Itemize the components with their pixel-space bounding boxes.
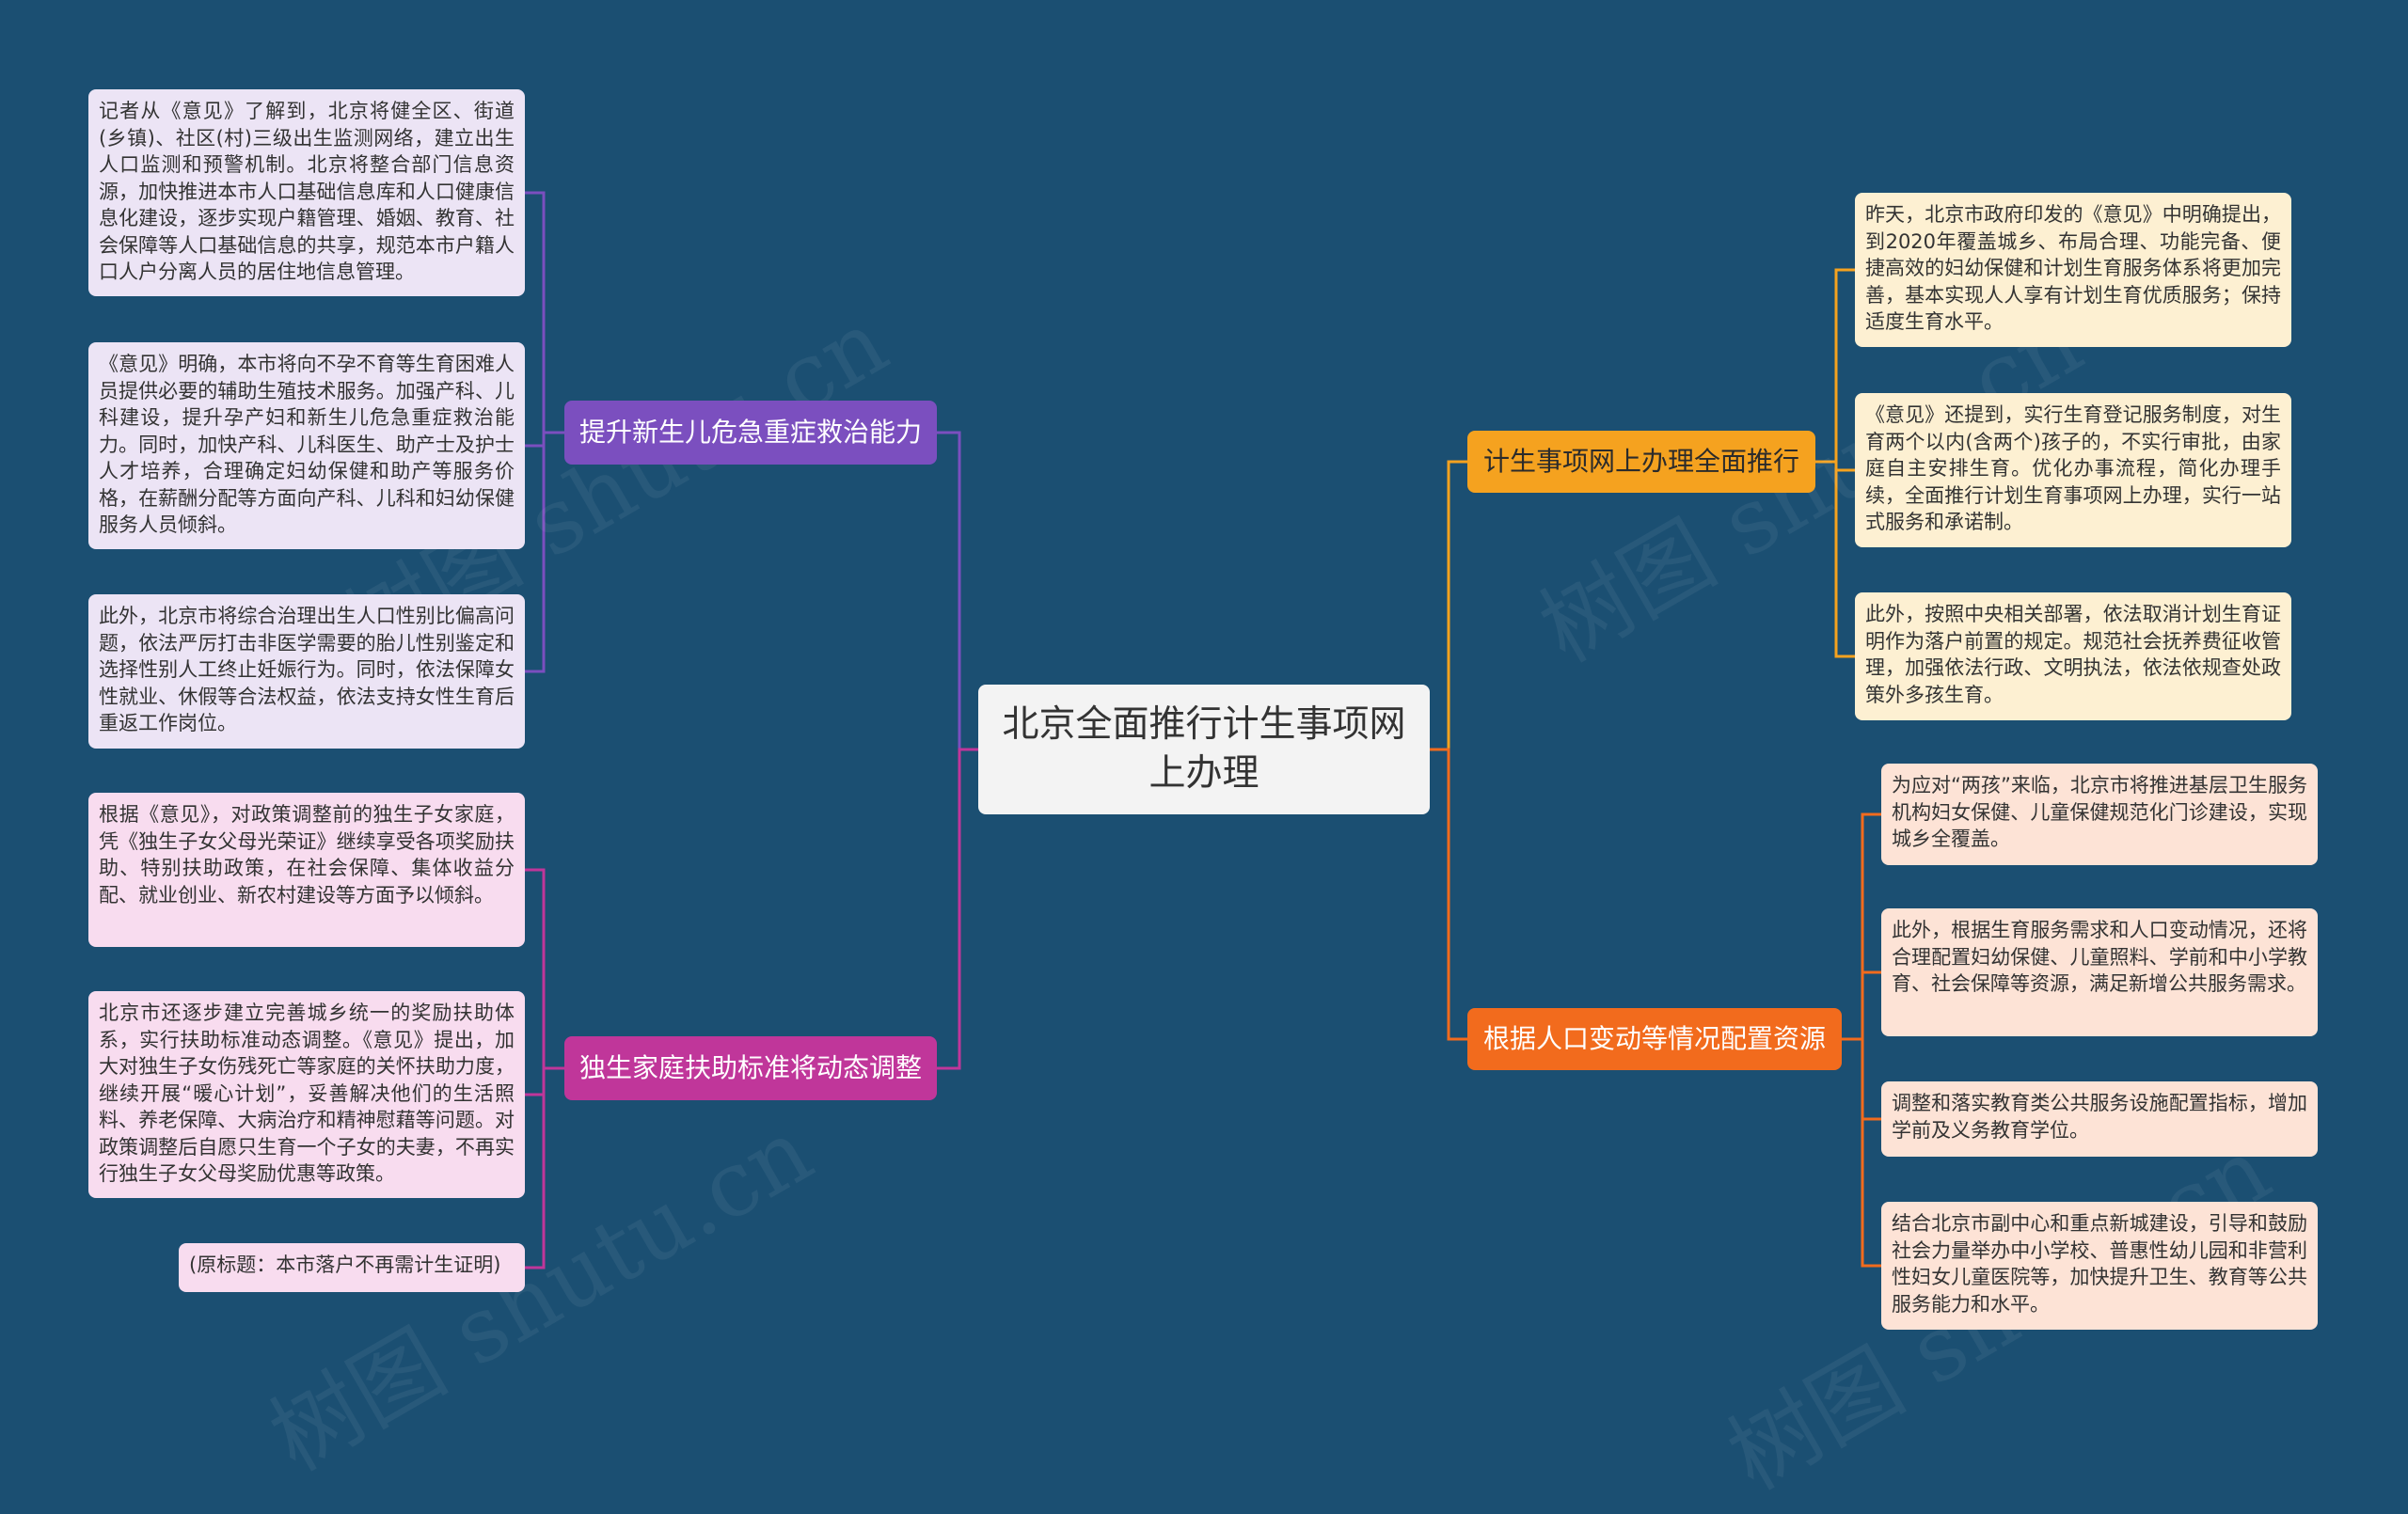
branch-resource-allocation[interactable]: 根据人口变动等情况配置资源: [1467, 1008, 1842, 1070]
link-branch-1-leaf-0: [525, 868, 564, 1070]
leaf-text: 结合北京市副中心和重点新城建设，引导和鼓励社会力量举办中小学校、普惠性幼儿园和非…: [1892, 1212, 2307, 1316]
connector-lines: [525, 191, 1881, 1270]
leaf-text: 记者从《意见》了解到，北京将健全区、街道(乡镇)、社区(村)三级出生监测网络，建…: [99, 100, 515, 283]
link-root-branch-2: [1430, 460, 1467, 751]
leaf-newborn-care-2[interactable]: 《意见》明确，本市将向不孕不育等生育困难人员提供必要的辅助生殖技术服务。加强产科…: [88, 342, 525, 549]
branch-label: 根据人口变动等情况配置资源: [1482, 1023, 1826, 1054]
branch-label: 独生家庭扶助标准将动态调整: [578, 1052, 922, 1083]
branch-newborn-care[interactable]: 提升新生儿危急重症救治能力: [564, 401, 937, 465]
leaf-online-services-1[interactable]: 昨天，北京市政府印发的《意见》中明确提出，到2020年覆盖城乡、布局合理、功能完…: [1855, 193, 2291, 347]
leaf-text: 昨天，北京市政府印发的《意见》中明确提出，到2020年覆盖城乡、布局合理、功能完…: [1865, 203, 2281, 333]
leaf-online-services-2[interactable]: 《意见》还提到，实行生育登记服务制度，对生育两个以内(含两个)孩子的，不实行审批…: [1855, 393, 2291, 547]
branch-label: 提升新生儿危急重症救治能力: [578, 417, 922, 448]
link-branch-3-leaf-3: [1861, 1039, 1881, 1268]
leaf-text: 为应对“两孩”来临，北京市将推进基层卫生服务机构妇女保健、儿童保健规范化门诊建设…: [1892, 774, 2307, 850]
link-branch-0-leaf-0: [525, 191, 564, 434]
leaf-text: 根据《意见》，对政策调整前的独生子女家庭，凭《独生子女父母光荣证》继续享受各项奖…: [99, 803, 515, 907]
link-branch-1-leaf-2: [525, 1068, 546, 1270]
link-root-branch-1: [937, 748, 978, 1070]
link-root-branch-0: [937, 431, 978, 751]
leaf-text: 北京市还逐步建立完善城乡统一的奖励扶助体系，实行扶助标准动态调整。《意见》提出，…: [99, 1001, 515, 1185]
link-branch-2-leaf-0: [1815, 268, 1855, 464]
branch-single-child-support[interactable]: 独生家庭扶助标准将动态调整: [564, 1036, 937, 1100]
root-topic-label: 北京全面推行计生事项网上办理: [1002, 703, 1406, 795]
leaf-text: 《意见》还提到，实行生育登记服务制度，对生育两个以内(含两个)孩子的，不实行审批…: [1865, 403, 2281, 533]
leaf-resource-2[interactable]: 此外，根据生育服务需求和人口变动情况，还将合理配置妇幼保健、儿童照料、学前和中小…: [1881, 908, 2318, 1036]
branch-online-services[interactable]: 计生事项网上办理全面推行: [1467, 431, 1815, 493]
leaf-resource-1[interactable]: 为应对“两孩”来临，北京市将推进基层卫生服务机构妇女保健、儿童保健规范化门诊建设…: [1881, 764, 2318, 865]
leaf-text: (原标题：本市落户不再需计生证明): [189, 1254, 501, 1276]
leaf-single-child-2[interactable]: 北京市还逐步建立完善城乡统一的奖励扶助体系，实行扶助标准动态调整。《意见》提出，…: [88, 991, 525, 1198]
leaf-text: 调整和落实教育类公共服务设施配置指标，增加学前及义务教育学位。: [1892, 1092, 2307, 1142]
branch-label: 计生事项网上办理全面推行: [1482, 446, 1799, 477]
leaf-text: 此外，根据生育服务需求和人口变动情况，还将合理配置妇幼保健、儿童照料、学前和中小…: [1892, 919, 2307, 995]
leaf-text: 此外，按照中央相关部署，依法取消计划生育证明作为落户前置的规定。规范社会抚养费征…: [1865, 603, 2281, 706]
link-branch-3-leaf-1: [1861, 970, 1881, 1039]
leaf-newborn-care-1[interactable]: 记者从《意见》了解到，北京将健全区、街道(乡镇)、社区(村)三级出生监测网络，建…: [88, 89, 525, 296]
leaf-original-title[interactable]: (原标题：本市落户不再需计生证明): [179, 1243, 525, 1292]
leaf-resource-3[interactable]: 调整和落实教育类公共服务设施配置指标，增加学前及义务教育学位。: [1881, 1081, 2318, 1157]
leaf-resource-4[interactable]: 结合北京市副中心和重点新城建设，引导和鼓励社会力量举办中小学校、普惠性幼儿园和非…: [1881, 1202, 2318, 1330]
link-branch-3-leaf-0: [1842, 812, 1881, 1041]
link-branch-2-leaf-2: [1834, 462, 1855, 658]
leaf-newborn-care-3[interactable]: 此外，北京市将综合治理出生人口性别比偏高问题，依法严厉打击非医学需要的胎儿性别鉴…: [88, 594, 525, 749]
link-branch-1-leaf-1: [525, 1068, 546, 1096]
leaf-text: 此外，北京市将综合治理出生人口性别比偏高问题，依法严厉打击非医学需要的胎儿性别鉴…: [99, 605, 515, 734]
link-root-branch-3: [1430, 748, 1467, 1041]
leaf-online-services-3[interactable]: 此外，按照中央相关部署，依法取消计划生育证明作为落户前置的规定。规范社会抚养费征…: [1855, 592, 2291, 720]
leaf-text: 《意见》明确，本市将向不孕不育等生育困难人员提供必要的辅助生殖技术服务。加强产科…: [99, 353, 515, 536]
mindmap-canvas: 树图 shutu.cn 树图 shutu.cn 树图 shutu.cn 树图 s…: [88, 89, 2318, 1510]
leaf-single-child-1[interactable]: 根据《意见》，对政策调整前的独生子女家庭，凭《独生子女父母光荣证》继续享受各项奖…: [88, 793, 525, 947]
link-branch-0-leaf-2: [525, 433, 546, 673]
link-branch-2-leaf-1: [1834, 462, 1855, 472]
root-topic[interactable]: 北京全面推行计生事项网上办理: [978, 685, 1430, 814]
link-branch-3-leaf-2: [1861, 1039, 1881, 1121]
link-branch-0-leaf-1: [525, 433, 546, 448]
